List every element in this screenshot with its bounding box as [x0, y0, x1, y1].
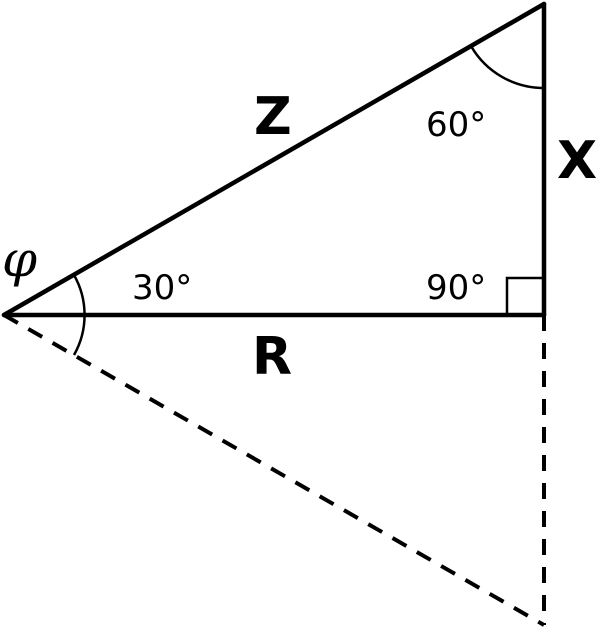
right-angle-marker: [505, 276, 544, 315]
hypotenuse-label: Z: [254, 87, 292, 147]
phase-angle-arc: [72, 274, 86, 356]
adjacent-side-label: R: [252, 327, 292, 387]
dashed-lower-hypotenuse: [3, 313, 545, 627]
opposite-side-label: X: [557, 131, 597, 191]
angle-label-90: 90°: [426, 268, 486, 308]
angle-label-60: 60°: [426, 105, 486, 145]
angle-label-30: 30°: [132, 268, 192, 308]
top-angle-arc: [469, 45, 545, 90]
hypotenuse-line: [1, 1, 547, 318]
phase-angle-symbol: φ: [2, 230, 37, 288]
